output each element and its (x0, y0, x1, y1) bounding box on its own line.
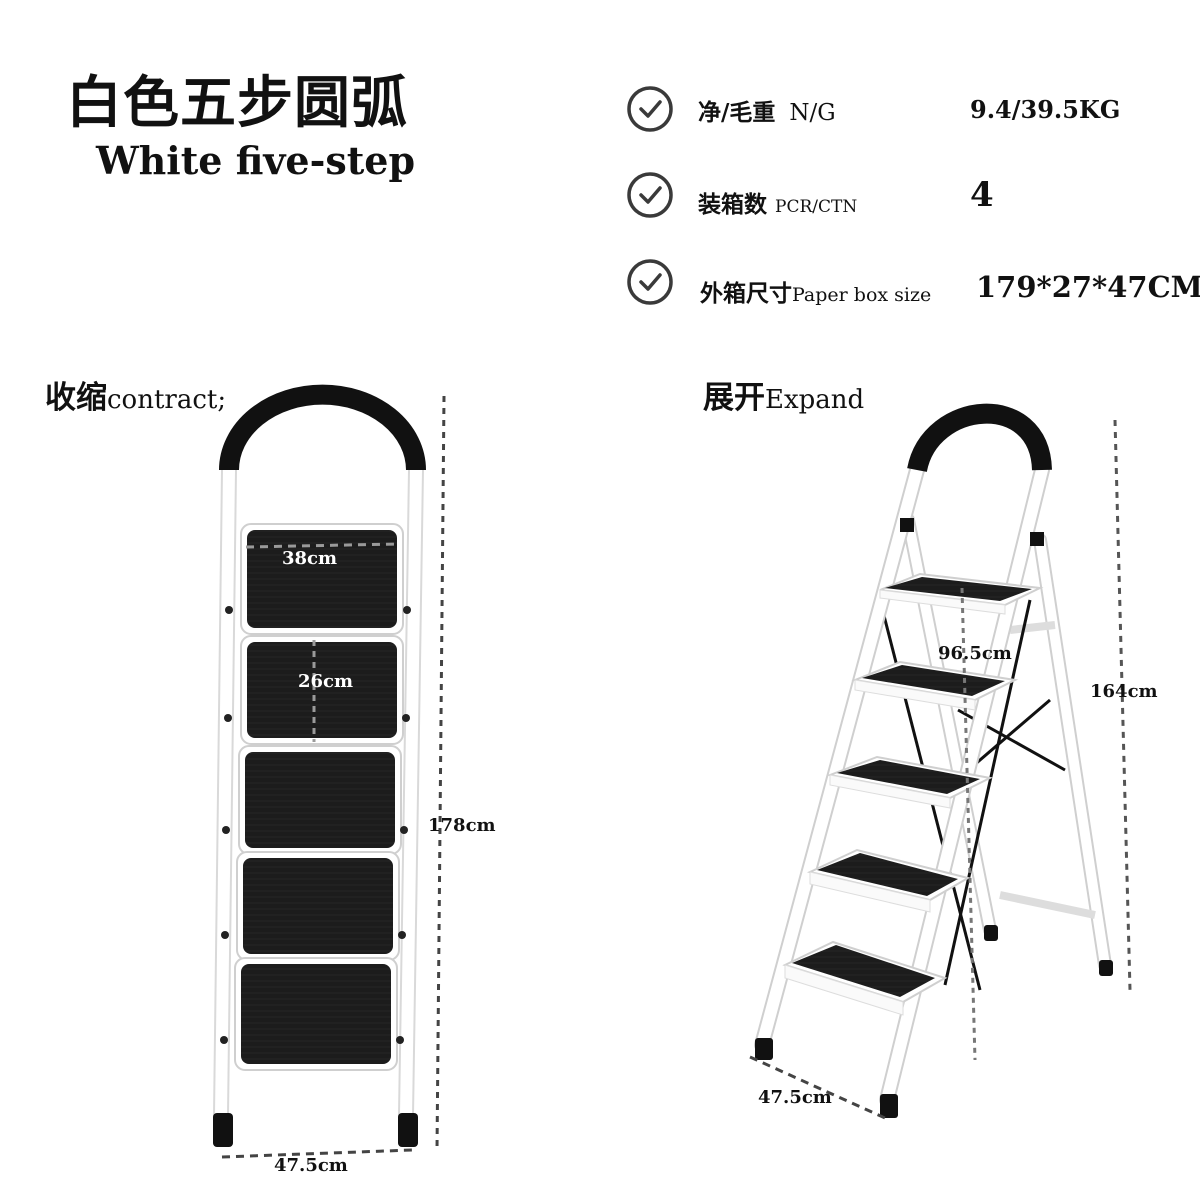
expanded-ladder-image (749, 403, 1132, 1120)
section-label-cn: 展开 (703, 380, 765, 416)
section-label-en: contract; (107, 385, 227, 415)
check-circle-icon (627, 172, 673, 218)
check-circle-icon (627, 259, 673, 305)
check-circle-icon (627, 86, 673, 132)
section-label-cn: 收缩 (45, 380, 107, 416)
spec-label-en: PCR/CTN (775, 197, 858, 217)
folded-ladder-image (213, 384, 446, 1159)
spec-row-box-size: 外箱尺寸Paper box size 179*27*47CM (626, 258, 1200, 307)
product-title-cn: 白色五步圆弧 (66, 70, 408, 136)
spec-label-en: N/G (789, 100, 836, 126)
spec-label-en: Paper box size (792, 284, 932, 306)
dimension-label-depth: 26cm (298, 671, 354, 692)
dimension-label-base-folded: 47.5cm (274, 1155, 348, 1176)
spec-label-cn: 装箱数 (698, 191, 767, 218)
spec-value-weight: 9.4/39.5KG (970, 95, 1121, 124)
dimension-label-step-height: 96.5cm (938, 643, 1012, 664)
spec-row-pcs: 装箱数 PCR/CTN 4 (626, 171, 1196, 219)
spec-value-box-size: 179*27*47CM (976, 270, 1200, 304)
spec-label-cn: 净/毛重 (698, 99, 776, 126)
spec-label-cn: 外箱尺寸 (700, 280, 792, 307)
spec-value-pcs: 4 (970, 175, 994, 215)
dimension-label-base-expanded: 47.5cm (758, 1087, 832, 1108)
spec-row-weight: 净/毛重 N/G 9.4/39.5KG (626, 85, 1196, 133)
section-label-en: Expand (765, 385, 865, 415)
product-title-en: White five-step (96, 138, 416, 183)
dimension-label-height-expanded: 164cm (1090, 681, 1158, 702)
section-label-expand: 展开Expand (703, 372, 864, 417)
dimension-label-width-top: 38cm (282, 548, 338, 569)
dimension-label-height-folded: 178cm (428, 815, 496, 836)
section-label-contract: 收缩contract; (45, 372, 226, 417)
